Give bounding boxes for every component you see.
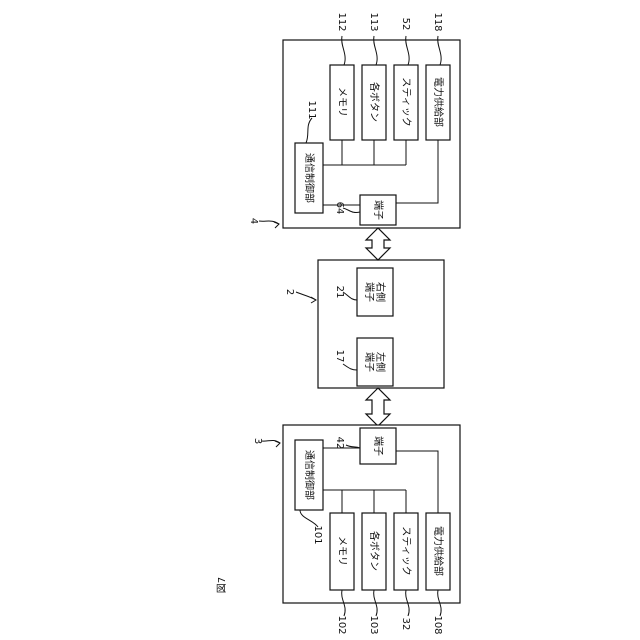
ref-17: 17 (334, 350, 345, 363)
ref-113: 113 (368, 12, 379, 31)
lower-double-arrow (366, 388, 390, 426)
main-unit: 右側 端子 左側 端子 (296, 260, 444, 388)
ref-112: 112 (336, 12, 347, 31)
left-buttons-label: 各ボタン (368, 531, 381, 571)
leader-4-arrowhead (274, 222, 279, 228)
ref-108: 108 (432, 615, 443, 634)
ref-102: 102 (336, 615, 347, 634)
right-terminal-label: 端子 (372, 200, 385, 220)
right-controller: 通信制御部 メモリ 各ボタン スティック 電力供給部 端子 (259, 36, 460, 228)
right-comm-control-label: 通信制御部 (303, 153, 316, 203)
left-controller: 端子 通信制御部 メモリ 各ボタン スティック 電力供給部 (262, 425, 460, 616)
right-stick-label: スティック (400, 77, 412, 126)
ref-111: 111 (306, 100, 317, 119)
leader-3-arrowhead (275, 441, 280, 447)
ref-64: 64 (334, 202, 345, 215)
upper-double-arrow-shape (366, 228, 390, 260)
left-comm-control-label: 通信制御部 (303, 450, 316, 500)
right-buttons-label: 各ボタン (368, 82, 381, 122)
ref-118: 118 (432, 12, 443, 31)
right-memory-label: メモリ (336, 87, 347, 117)
right-power-label: 電力供給部 (432, 77, 445, 127)
ref-52: 52 (400, 18, 411, 31)
ref-32: 32 (400, 618, 411, 631)
ref-4: 4 (248, 218, 259, 224)
ref-3: 3 (252, 438, 263, 444)
left-side-terminal-label-1: 左側 (374, 352, 387, 372)
right-side-terminal-label-2: 端子 (363, 282, 376, 302)
ref-21: 21 (334, 286, 345, 299)
lower-double-arrow-shape (366, 388, 390, 426)
left-stick-label: スティック (400, 526, 412, 575)
left-terminal-label: 端子 (372, 436, 385, 456)
ref-42: 42 (334, 437, 345, 450)
ref-2: 2 (284, 289, 295, 295)
left-memory-label: メモリ (336, 536, 347, 566)
ref-103: 103 (368, 615, 379, 634)
upper-double-arrow (366, 228, 390, 260)
leader-2-arrow (296, 292, 316, 300)
figure-label: 図7 (216, 577, 228, 593)
right-side-terminal-label-1: 右側 (374, 282, 387, 302)
left-side-terminal-label-2: 端子 (363, 352, 376, 372)
leader-2-arrowhead (311, 297, 316, 303)
ref-101: 101 (312, 525, 323, 544)
left-power-label: 電力供給部 (432, 526, 445, 576)
